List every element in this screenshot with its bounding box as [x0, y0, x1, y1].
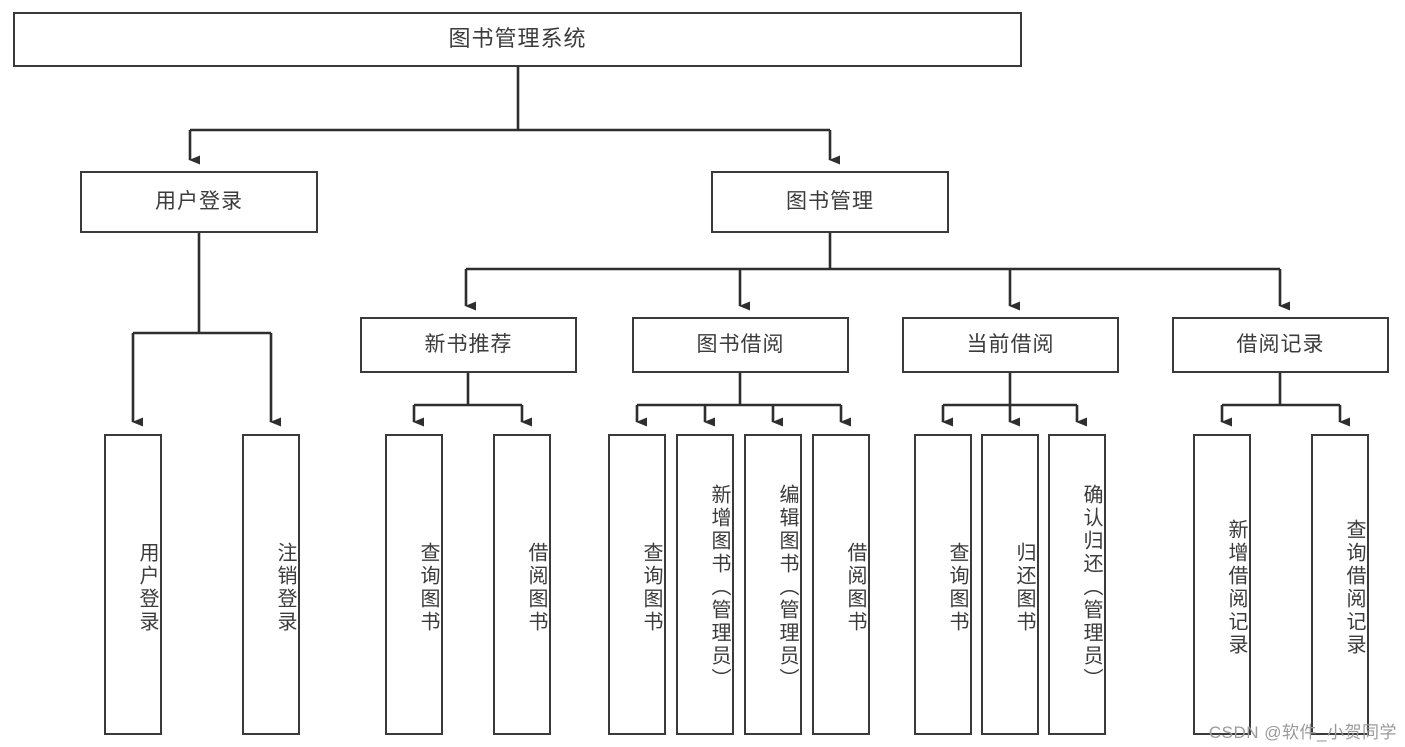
leaf-user-login-logout[interactable]: 注销登录	[242, 434, 300, 735]
leaf-current-borrow-query-book[interactable]: 查询图书	[914, 434, 972, 735]
node-label: 查询借阅记录	[1343, 518, 1365, 657]
node-label: 新增图书（管理员）	[708, 484, 730, 691]
leaf-borrow-record-query-record[interactable]: 查询借阅记录	[1311, 434, 1369, 735]
node-label: 当前借阅	[966, 333, 1055, 357]
node-new-book-recommend[interactable]: 新书推荐	[360, 317, 577, 373]
leaf-book-borrow-add-book-admin[interactable]: 新增图书（管理员）	[676, 434, 734, 735]
node-label: 图书管理	[786, 190, 874, 214]
node-label: 确认归还（管理员）	[1080, 484, 1102, 691]
node-label: 借阅图书	[525, 541, 547, 634]
node-book-borrow[interactable]: 图书借阅	[632, 317, 849, 373]
node-label: 图书管理系统	[448, 26, 587, 52]
leaf-current-borrow-return-book[interactable]: 归还图书	[981, 434, 1039, 735]
node-label: 编辑图书（管理员）	[776, 484, 798, 691]
leaf-book-borrow-borrow-book[interactable]: 借阅图书	[812, 434, 870, 735]
leaf-book-borrow-query-book[interactable]: 查询图书	[608, 434, 666, 735]
node-label: 注销登录	[274, 541, 296, 634]
node-label: 查询图书	[640, 541, 662, 634]
leaf-borrow-record-add-record[interactable]: 新增借阅记录	[1193, 434, 1251, 735]
node-label: 用户登录	[155, 190, 243, 214]
node-label: 新增借阅记录	[1225, 518, 1247, 657]
leaf-new-book-query-book[interactable]: 查询图书	[385, 434, 443, 735]
node-label: 查询图书	[417, 541, 439, 634]
node-label: 用户登录	[136, 541, 158, 634]
node-user-login[interactable]: 用户登录	[80, 171, 318, 233]
node-label: 借阅图书	[844, 541, 866, 634]
node-label: 查询图书	[946, 541, 968, 634]
node-label: 归还图书	[1013, 541, 1035, 634]
node-book-management[interactable]: 图书管理	[711, 171, 949, 233]
node-borrow-record[interactable]: 借阅记录	[1172, 317, 1389, 373]
leaf-book-borrow-edit-book-admin[interactable]: 编辑图书（管理员）	[744, 434, 802, 735]
leaf-new-book-borrow-book[interactable]: 借阅图书	[493, 434, 551, 735]
watermark: CSDN @软件_小贺同学	[1208, 723, 1397, 742]
node-root-book-management-system[interactable]: 图书管理系统	[13, 12, 1022, 67]
leaf-current-borrow-confirm-return-admin[interactable]: 确认归还（管理员）	[1048, 434, 1106, 735]
leaf-user-login-login[interactable]: 用户登录	[104, 434, 162, 735]
node-label: 新书推荐	[424, 333, 513, 357]
node-label: 借阅记录	[1236, 333, 1325, 357]
node-current-borrow[interactable]: 当前借阅	[902, 317, 1119, 373]
node-label: 图书借阅	[696, 333, 785, 357]
